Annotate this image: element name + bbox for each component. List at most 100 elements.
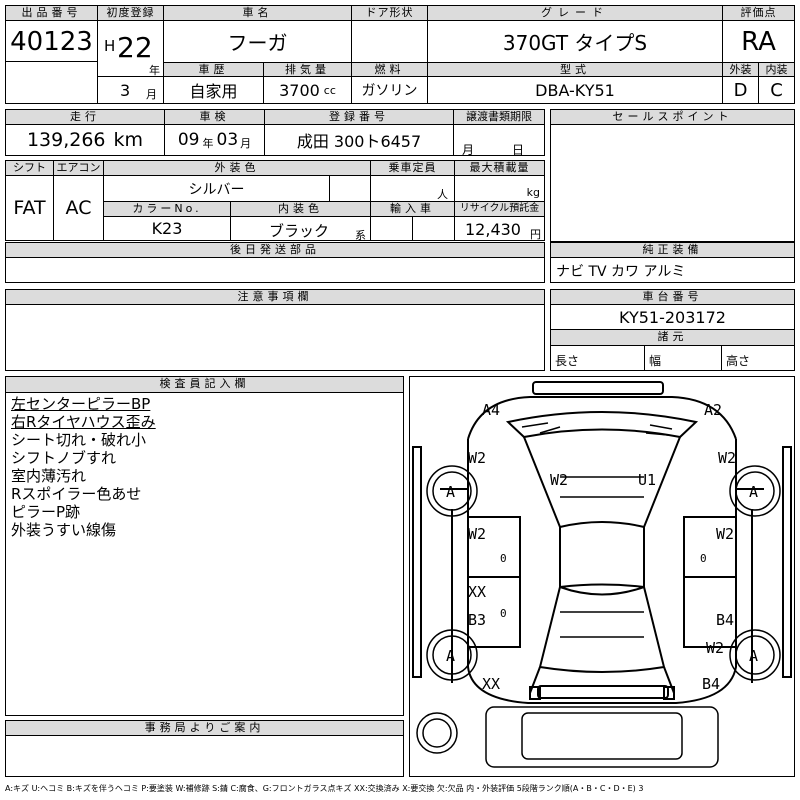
color-text: シルバー [188,181,245,198]
door-value [351,20,428,63]
caution-label: 注意事項欄 [5,289,545,305]
grade-label: グレード [427,5,723,21]
mark-a-fr: A [749,483,758,501]
recycle-value: 12,430 円 [454,216,545,241]
import-value-b [412,216,455,241]
insp-year: 09 [177,130,200,150]
mark-a4: A4 [482,401,500,419]
dim-width: 幅 [644,345,722,371]
dim-width-label: 幅 [649,354,662,368]
first-reg-label: 初度登録 [97,5,164,21]
int-grade: C [758,76,795,104]
lot-label: 出品番号 [5,5,98,21]
interior-value: ブラック 系 [230,216,371,241]
reg-label: 登録番号 [264,109,454,125]
mark-w2-rd: W2 [716,525,734,543]
reg-text: 成田 300ト6457 [296,132,422,151]
car-diagram: A4 A2 W2 W2 U1 W2 W2 W2 XX B3 B4 W2 XX B… [409,376,795,777]
dim-length: 長さ [550,345,645,371]
mark-0-left-rear: 0 [500,607,507,620]
mileage-value: 139,266 km [5,124,165,156]
history-text: 自家用 [189,82,238,101]
model-text: DBA-KY51 [535,80,615,100]
mark-w2-fr: W2 [718,449,736,467]
insp-month: 03 [216,130,239,150]
recycle-unit: 円 [530,228,541,241]
mark-a-fl: A [446,483,455,501]
color-no-label: カラーNo. [103,201,231,217]
ac-text: AC [65,197,92,219]
reg-month: 3 [120,81,131,100]
note-line: ピラーP跡 [11,503,81,521]
import-label: 輸入車 [370,201,455,217]
mileage-label: 走行 [5,109,165,125]
ac-label: エアコン [53,160,104,176]
reg-value: 成田 300ト6457 [264,124,454,156]
car-diagram-svg: A4 A2 W2 W2 U1 W2 W2 W2 XX B3 B4 W2 XX B… [412,381,792,768]
mark-w2-fl: W2 [468,449,486,467]
chassis-number-text: KY51-203172 [619,307,726,327]
fuel-label: 燃料 [351,62,428,77]
reg-year: 22 [117,31,153,64]
mark-b3: B3 [468,611,486,629]
genuine-items-text: ナビ TV カワ アルミ [556,264,686,280]
first-reg-month: 3 月 [97,76,164,104]
displacement-label: 排気量 [263,62,352,77]
model-value: DBA-KY51 [427,76,723,104]
insp-year-unit: 年 [202,137,214,150]
first-reg-year: H 22 年 [97,20,164,77]
door-label: ドア形状 [351,5,428,21]
interior-text: ブラック [269,222,330,240]
grade-value: 370GT タイプS [427,20,723,63]
transfer-value: 月 日 [453,124,545,156]
era: H [104,37,116,55]
dim-length-label: 長さ [555,354,580,368]
later-parts-box [5,257,545,283]
caution-box [5,304,545,371]
office-label: 事務局よりご案内 [5,720,404,736]
mark-w2-rr: W2 [706,639,724,657]
note-line: 右Rタイヤハウス歪み [11,413,156,431]
capacity-label: 乗車定員 [370,160,455,176]
chassis-number: KY51-203172 [550,304,795,330]
transfer-day: 日 [512,143,525,156]
mark-a-rr: A [749,647,758,665]
ext-label: 外装 [722,62,759,77]
chassis-label: 車台番号 [550,289,795,305]
insp-month-unit: 月 [240,137,252,150]
color-no-text: K23 [151,219,183,238]
load-value: kg [454,175,545,202]
ac-value: AC [53,175,104,241]
name-label: 車名 [163,5,352,21]
import-value-a [370,216,413,241]
year-unit: 年 [149,64,160,77]
fuel-text: ガソリン [361,83,418,99]
month-unit: 月 [146,88,157,101]
note-line: 室内薄汚れ [11,467,87,485]
fuel-value: ガソリン [351,76,428,104]
mark-b4-r: B4 [716,611,734,629]
later-parts-label: 後日発送部品 [5,242,545,258]
mark-w2-roof: W2 [550,471,568,489]
mark-0-right: 0 [700,552,707,565]
shift-value: FAT [5,175,54,241]
note-line: 左センターピラーBP [11,395,151,413]
interior-unit: 系 [355,229,366,241]
mark-b4-rear: B4 [702,675,720,693]
lot-number: 40123 [5,20,98,62]
score-text: RA [741,26,776,57]
sales-label: セールスポイント [550,109,795,125]
history-label: 車歴 [163,62,264,77]
score-label: 評価点 [722,5,795,21]
displacement-text: 3700 [279,80,320,100]
mark-w2-ld: W2 [468,525,486,543]
note-line: 外装うすい線傷 [11,521,117,539]
inspector-label: 検査員記入欄 [5,376,404,393]
mark-u1: U1 [638,471,656,489]
color-extra [329,175,371,202]
color-value: シルバー [103,175,330,202]
displacement-unit: cc [323,83,336,97]
dim-height: 高さ [721,345,795,371]
displacement-value: 3700 cc [263,76,352,104]
shift-label: シフト [5,160,54,176]
